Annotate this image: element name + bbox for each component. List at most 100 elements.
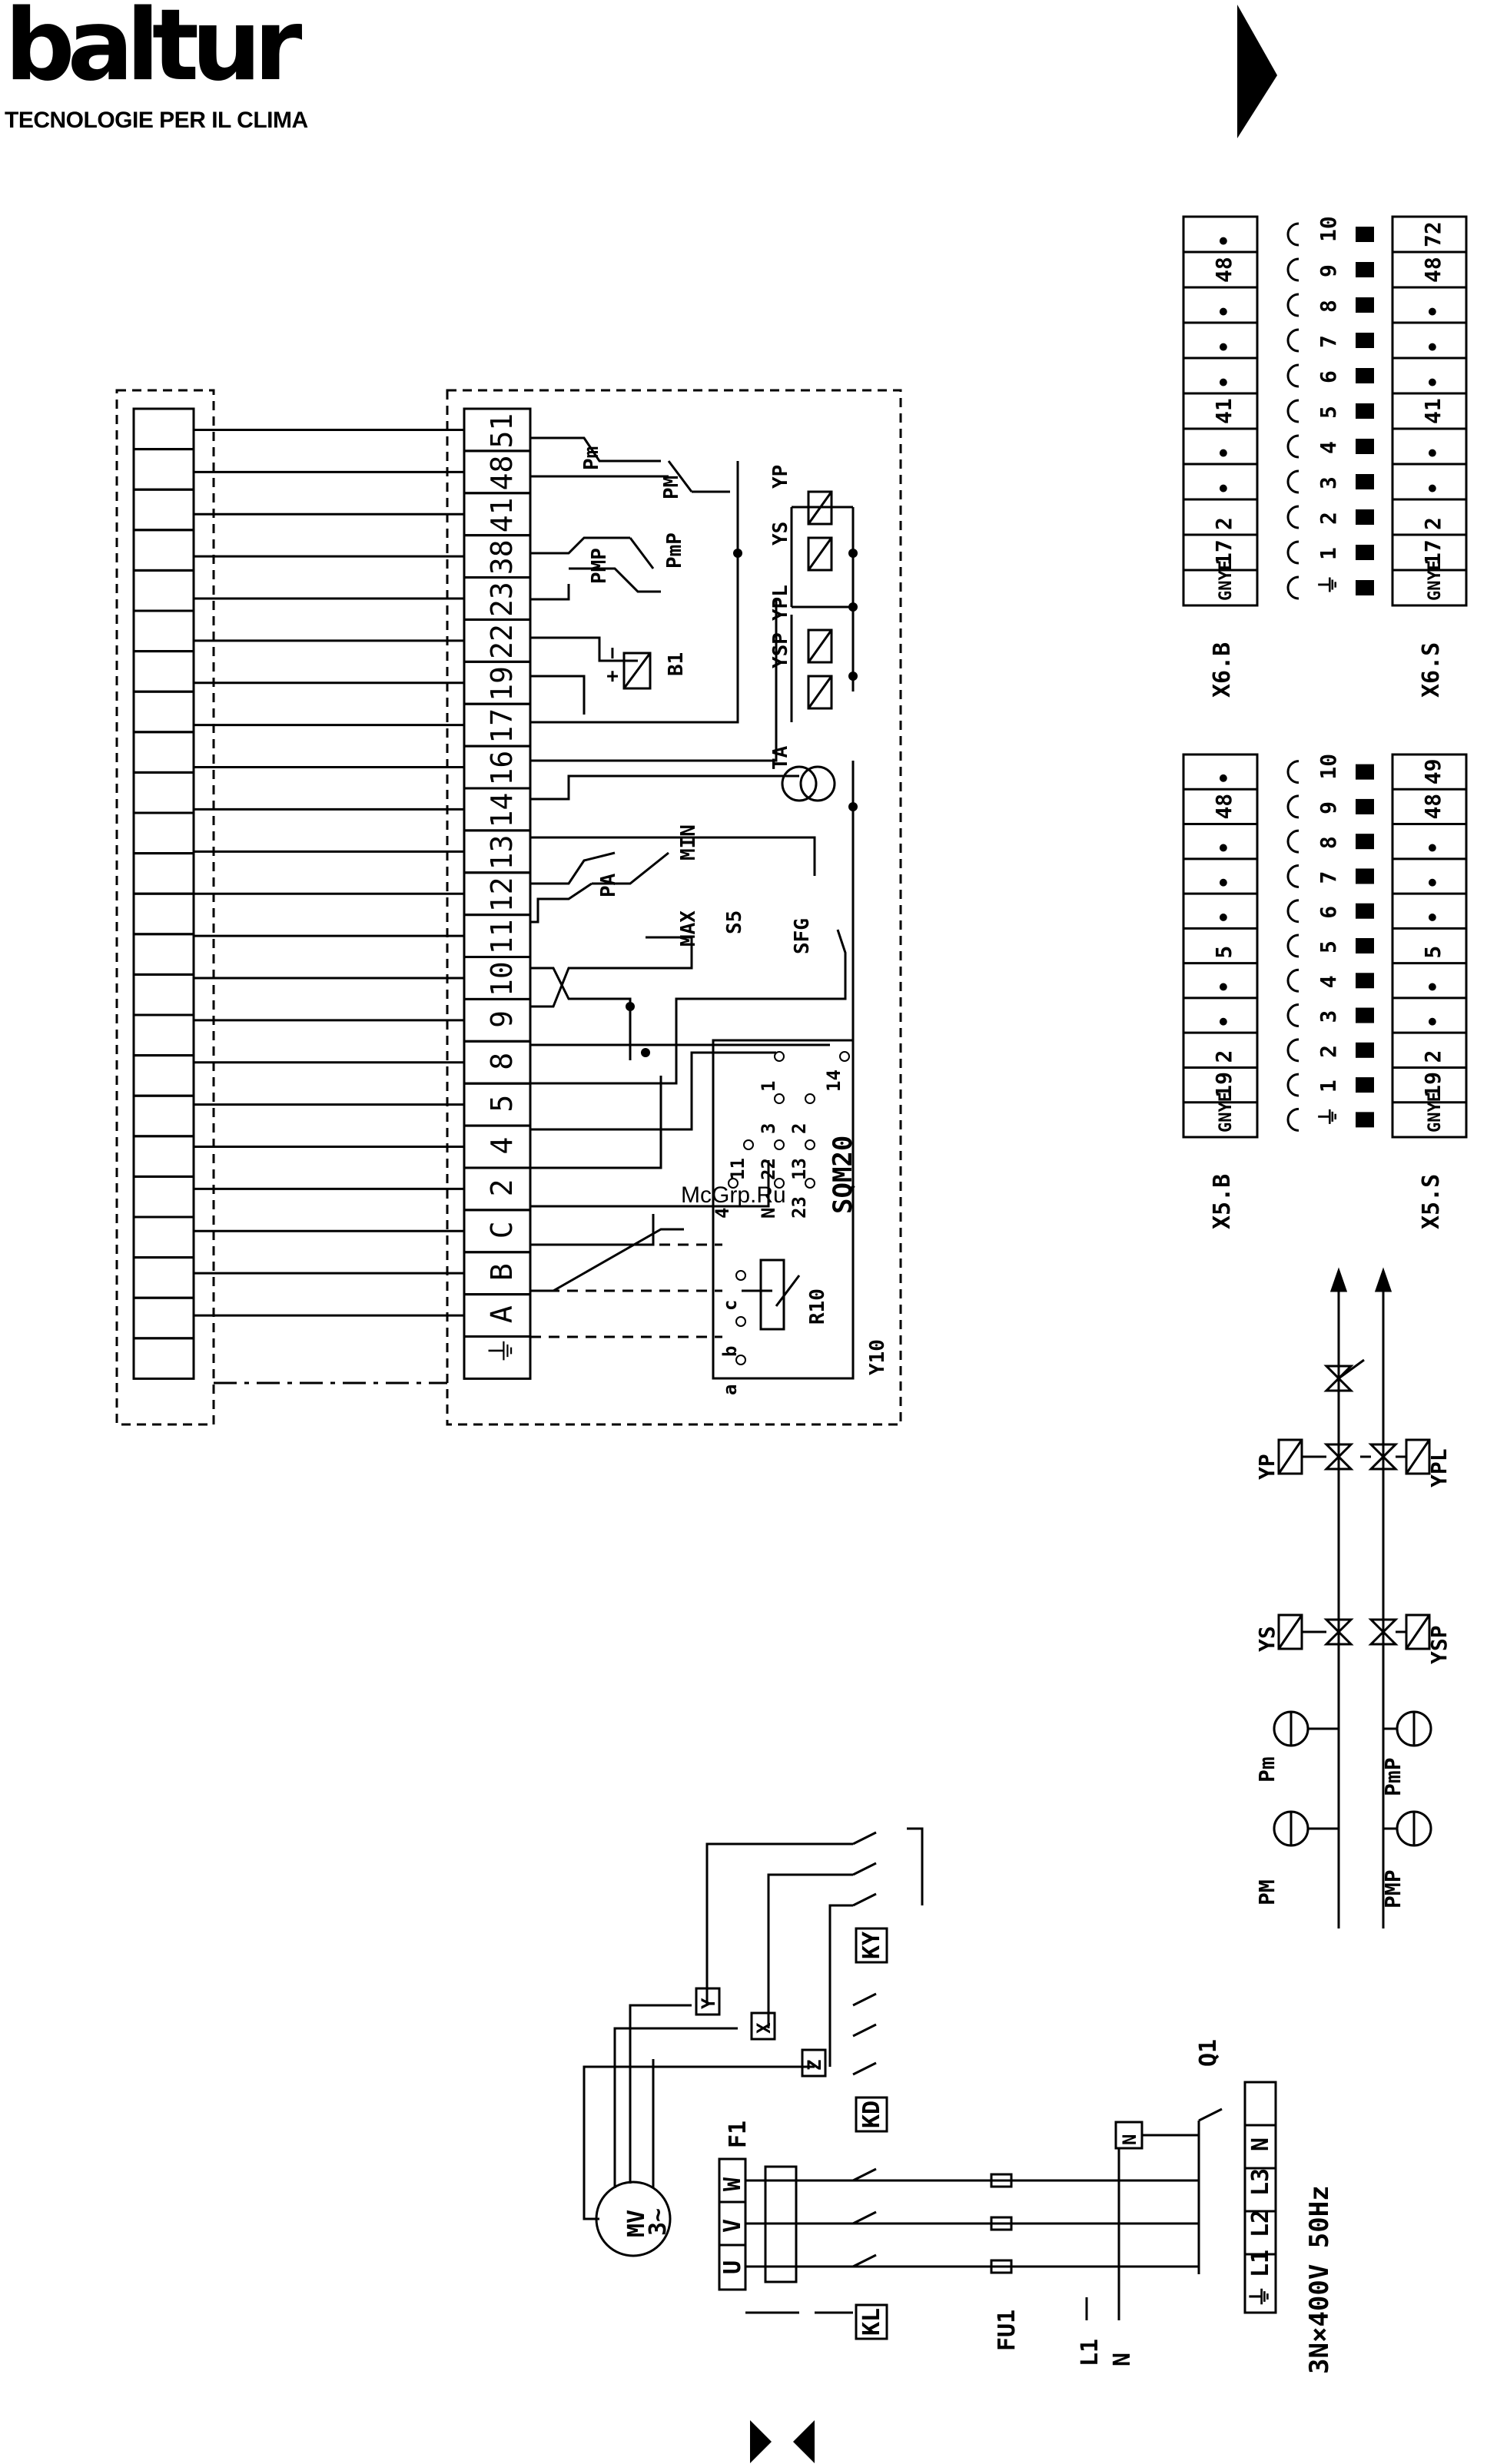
left-strip-cell bbox=[132, 407, 195, 451]
left-strip-cell bbox=[132, 529, 195, 572]
left-strip-cell bbox=[132, 1296, 195, 1340]
label-plus: + bbox=[601, 670, 624, 682]
left-strip-cell bbox=[132, 690, 195, 734]
sqm-terminal bbox=[805, 1093, 815, 1104]
connector-pin-label: • bbox=[1420, 980, 1446, 993]
terminal-label: 19 bbox=[485, 666, 519, 701]
terminal-label: 13 bbox=[485, 835, 519, 871]
connector-pin-number: 5 bbox=[1316, 406, 1341, 419]
sqm-terminal bbox=[735, 1316, 746, 1327]
left-strip-cell bbox=[132, 933, 195, 976]
connector-pin-number: ⏚ bbox=[1316, 1106, 1341, 1127]
left-strip-cell bbox=[132, 852, 195, 895]
terminal-label: 16 bbox=[485, 751, 519, 786]
connector-pin-number: 6 bbox=[1316, 370, 1341, 383]
mains-n: N bbox=[1247, 2137, 1274, 2151]
connector-pin-label: 2 bbox=[1211, 1050, 1236, 1063]
terminal-label: 41 bbox=[485, 497, 519, 532]
mains-l3: L3 bbox=[1247, 2168, 1274, 2196]
connector-pin-label: • bbox=[1211, 376, 1236, 389]
connector-pin-number: 2 bbox=[1316, 512, 1341, 525]
label-b1: B1 bbox=[665, 652, 688, 676]
connector-pin-number: 6 bbox=[1316, 906, 1341, 919]
label-sfg: SFG bbox=[791, 918, 814, 954]
sqm-terminal bbox=[839, 1051, 850, 1062]
sqm-terminal-label: 22 bbox=[758, 1158, 779, 1180]
neutral-box: N bbox=[1119, 2134, 1140, 2145]
page-arrow-right-icon bbox=[1237, 5, 1277, 138]
brand-tagline: TECNOLOGIE PER IL CLIMA bbox=[5, 108, 308, 133]
mains-l2: L2 bbox=[1247, 2210, 1274, 2237]
connector-pin-number: 5 bbox=[1316, 940, 1341, 953]
connector-pin-label: • bbox=[1211, 446, 1236, 459]
left-strip-cell bbox=[132, 448, 195, 491]
gas-train bbox=[1273, 1267, 1432, 1928]
connector-pin-label: • bbox=[1420, 482, 1446, 495]
sqm-terminal bbox=[743, 1139, 754, 1150]
connector-pin-label: • bbox=[1420, 376, 1446, 389]
sqm-terminal bbox=[735, 1270, 746, 1281]
gas-label-pm-lower: Pm bbox=[1254, 1756, 1280, 1783]
connector-pin-number: 9 bbox=[1316, 801, 1341, 814]
sqm-terminal bbox=[728, 1178, 739, 1189]
label-ys: YS bbox=[769, 522, 792, 546]
gas-train-labels: PM Pm YS YP PMP PmP YSP YPL bbox=[1254, 1448, 1452, 1909]
connector-pin-label: 49 bbox=[1420, 759, 1446, 785]
connector-pin-number: 1 bbox=[1316, 1079, 1341, 1093]
label-s5: S5 bbox=[723, 910, 746, 934]
sqm-terminal bbox=[774, 1093, 785, 1104]
left-strip-cell bbox=[132, 811, 195, 855]
page-arrow-right-bottom-icon bbox=[793, 2420, 815, 2463]
contactor-kd: KD bbox=[858, 2101, 885, 2128]
watermark: McGrp.Ru bbox=[681, 1182, 786, 1208]
left-strip-cell bbox=[132, 1215, 195, 1259]
terminal-label: 38 bbox=[485, 539, 519, 575]
motor-sub-label: 3~ bbox=[645, 2208, 672, 2236]
gas-label-ysp: YSP bbox=[1426, 1625, 1452, 1664]
terminal-label: 8 bbox=[485, 1053, 519, 1070]
connector-pin-label: • bbox=[1211, 340, 1236, 353]
connector-pin-label: 2 bbox=[1211, 517, 1236, 530]
gas-label-pmp: PMP bbox=[1380, 1869, 1406, 1909]
uvw-w: W bbox=[719, 2177, 746, 2191]
connector-label: X6.B bbox=[1209, 642, 1236, 698]
connector-pin-label: • bbox=[1211, 841, 1236, 854]
mains-earth: ⏚ bbox=[1247, 2285, 1274, 2308]
power-section bbox=[583, 1827, 1277, 2340]
label-yp: YP bbox=[769, 465, 792, 489]
brand-logo: baltur TECNOLOGIE PER IL CLIMA bbox=[0, 0, 354, 146]
gas-label-ypl: YPL bbox=[1426, 1448, 1452, 1487]
connector-pin-number: 7 bbox=[1316, 335, 1341, 348]
power-labels: MV 3~ U V W F1 FU1 Q1 KL KD KY Y X Z ⏚ L… bbox=[623, 1932, 1335, 2374]
mains-l1: L1 bbox=[1247, 2250, 1274, 2277]
q1-label: Q1 bbox=[1195, 2039, 1222, 2067]
sqm-terminal-label: c bbox=[719, 1300, 741, 1311]
left-strip-cell bbox=[132, 973, 195, 1016]
connector-pin-number: 8 bbox=[1316, 300, 1341, 313]
connector-pin-label: • bbox=[1420, 305, 1446, 318]
left-strip-cell bbox=[132, 892, 195, 936]
sqm-terminal bbox=[735, 1355, 746, 1365]
connector-pin-number: 3 bbox=[1316, 476, 1341, 489]
sqm-terminal-label: 4 bbox=[712, 1208, 733, 1219]
connector-pin-label: • bbox=[1420, 340, 1446, 353]
terminal-label: 22 bbox=[485, 624, 519, 659]
connector-pin-label: GNYE bbox=[1217, 560, 1236, 601]
coil-y: Y bbox=[698, 1998, 719, 2009]
label-pmP: PmP bbox=[663, 532, 686, 569]
connector-pin-number: 9 bbox=[1316, 264, 1341, 277]
left-strip-cell bbox=[132, 650, 195, 693]
brand-wordmark: baltur bbox=[5, 0, 302, 103]
aux-l1: L1 bbox=[1077, 2339, 1104, 2366]
connector-label: X5.B bbox=[1209, 1174, 1236, 1229]
connector-pin-number: 4 bbox=[1316, 975, 1341, 988]
sqm-terminal-label: 3 bbox=[758, 1123, 779, 1134]
connector-pin-number: 1 bbox=[1316, 547, 1341, 560]
motor-label: MV bbox=[623, 2210, 650, 2237]
f1-label: F1 bbox=[725, 2121, 752, 2148]
left-strip-cell bbox=[132, 1337, 195, 1380]
